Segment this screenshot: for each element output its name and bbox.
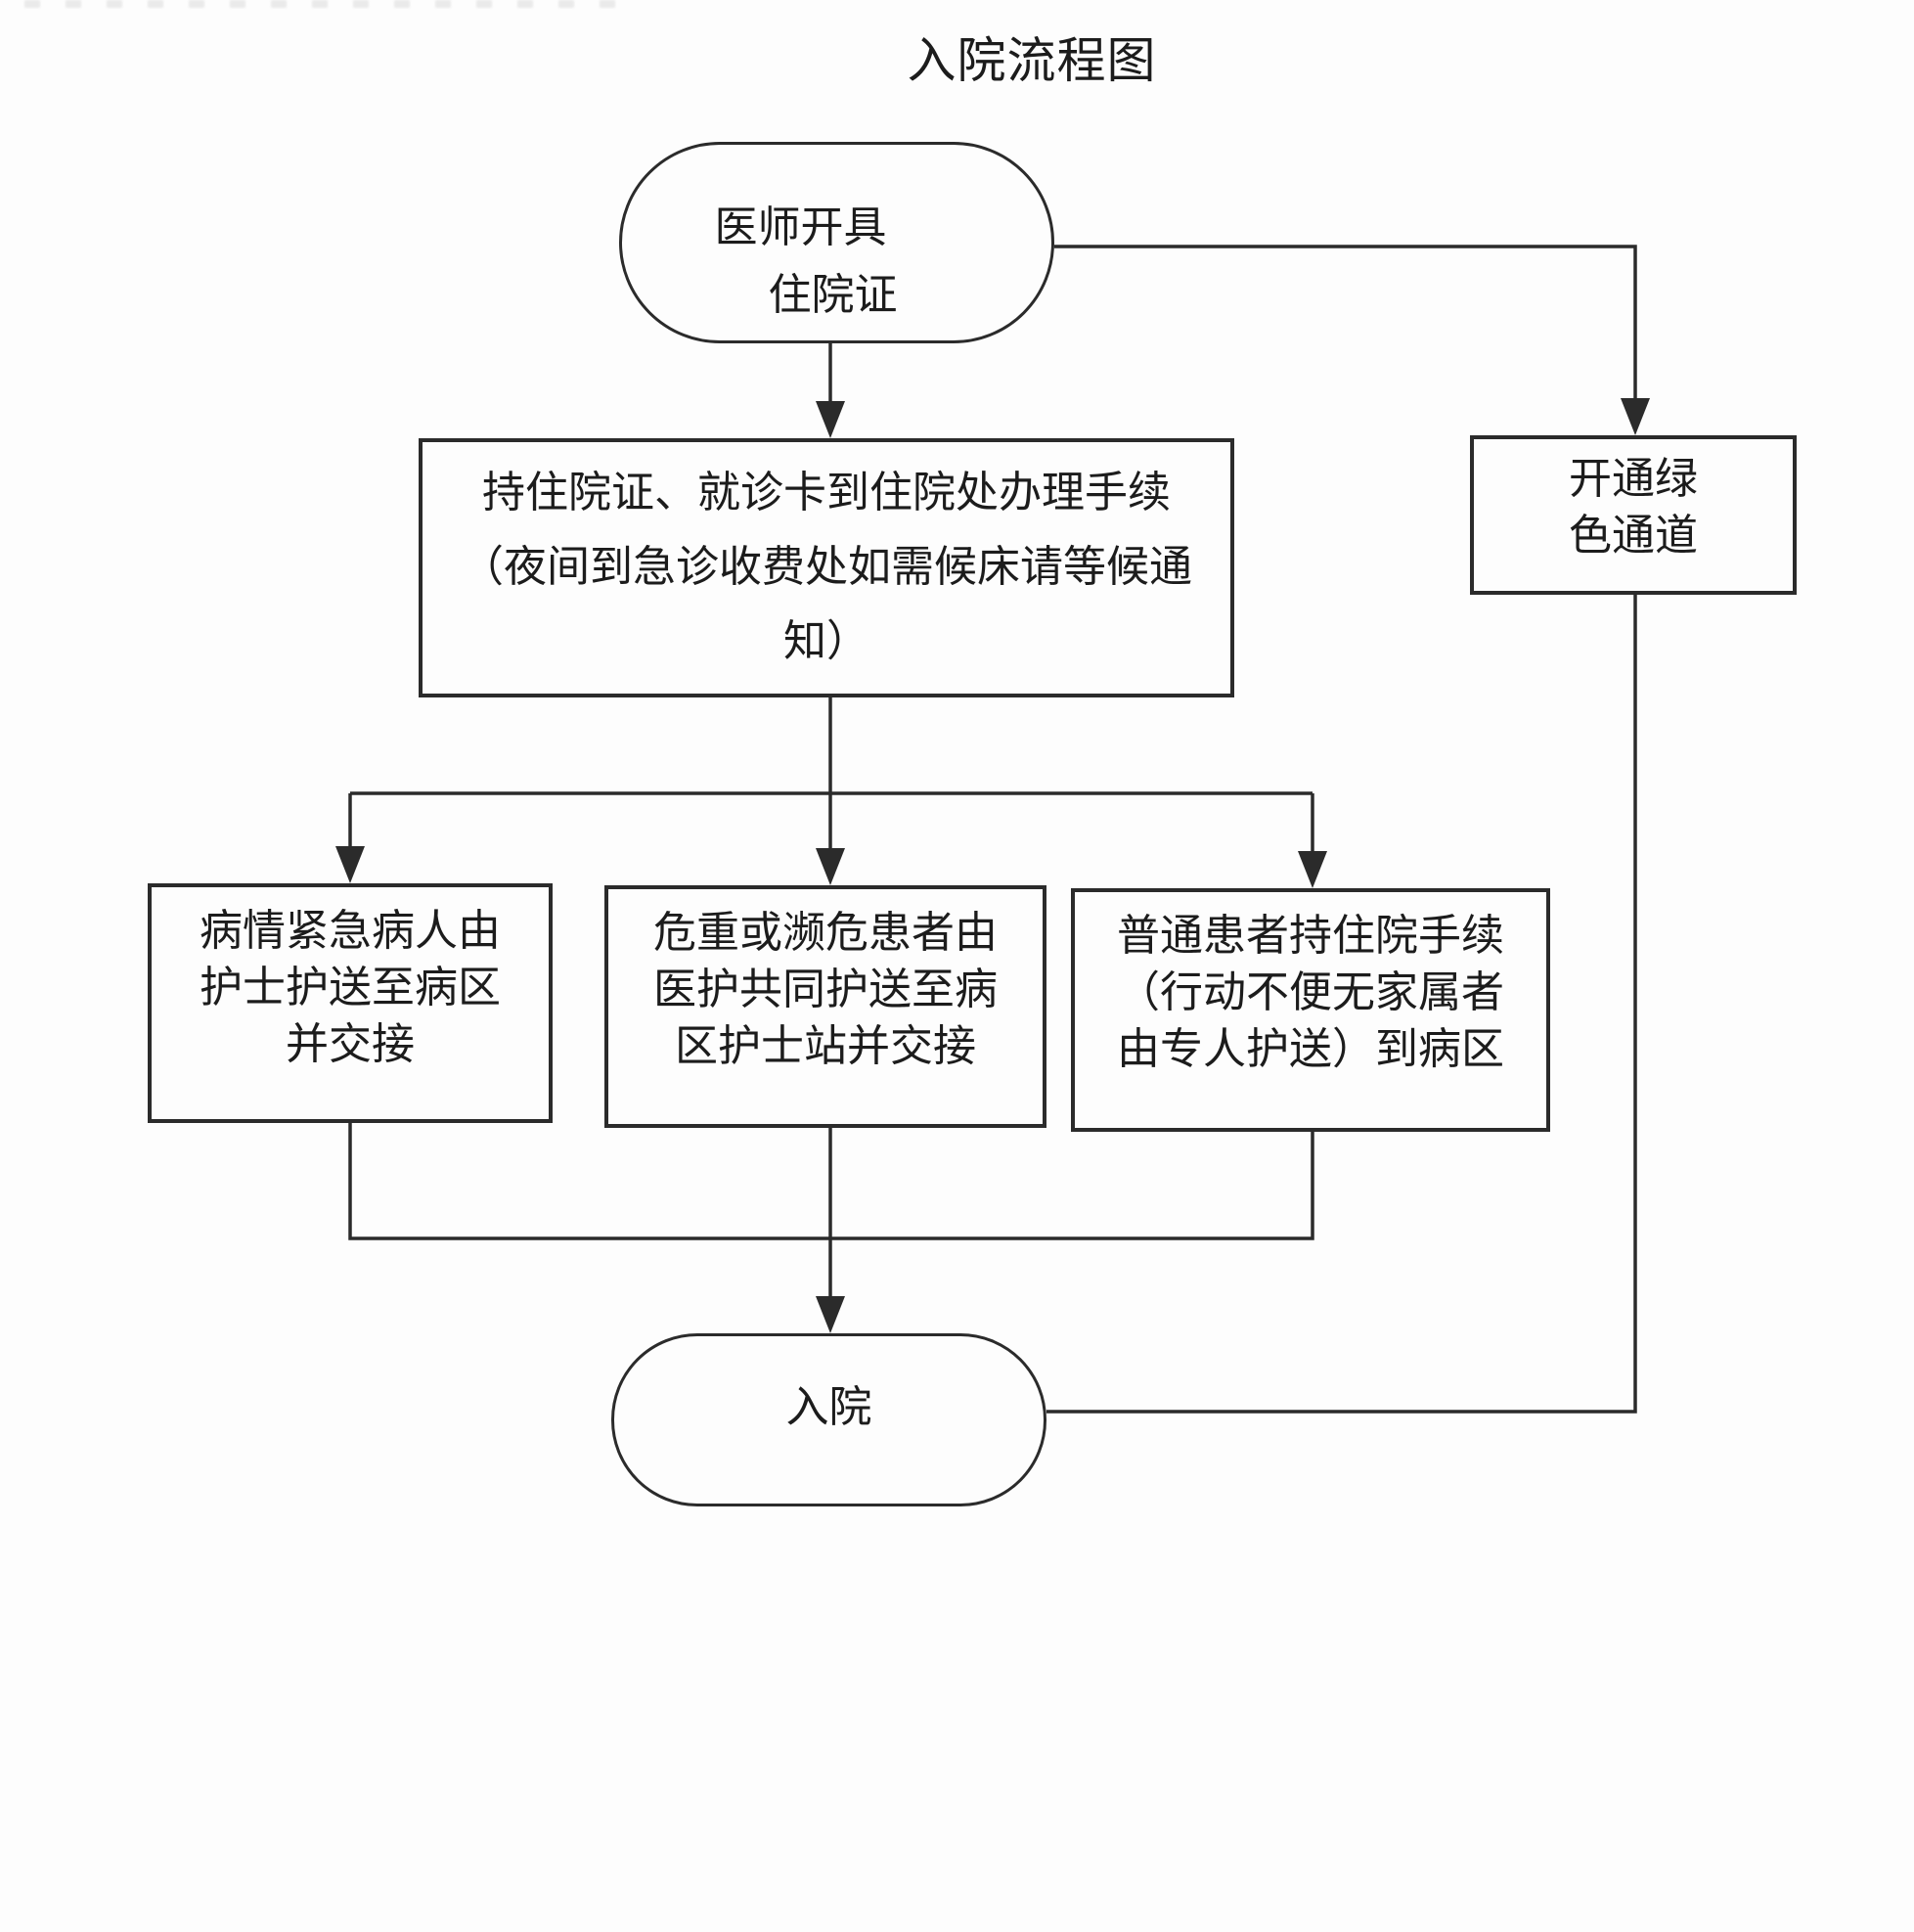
node-critical-line1: 危重或濒危患者由 [653, 909, 998, 957]
node-critical-patient: 危重或濒危患者由 医护共同护送至病 区护士站并交接 [604, 885, 1046, 1128]
node-admission-terminator: 入院 [611, 1333, 1046, 1506]
node-ordinary-line1: 普通患者持住院手续 [1117, 912, 1504, 960]
node-urgent-line3: 并交接 [286, 1020, 415, 1068]
node-start-terminator: 医师开具 住院证 [619, 142, 1054, 343]
connector-start-to-procedure [816, 343, 845, 438]
node-admission-line1: 入院 [785, 1383, 872, 1431]
node-critical-line3: 区护士站并交接 [675, 1022, 976, 1070]
connector-procedure-to-branches [335, 697, 1327, 888]
node-critical-line2: 医护共同护送至病 [653, 966, 998, 1013]
node-procedure-line3: 知） [783, 617, 869, 665]
node-green-channel: 开通绿 色通道 [1470, 435, 1797, 595]
connector-green-channel-to-admission [1046, 595, 1637, 1414]
page-title: 入院流程图 [907, 33, 1157, 88]
node-ordinary-line2: （行动不便无家属者 [1117, 968, 1504, 1016]
connector-start-to-green-channel [1054, 245, 1650, 435]
node-procedure: 持住院证、就诊卡到住院处办理手续 （夜间到急诊收费处如需候床请等候通 知） [419, 438, 1234, 697]
node-urgent-line1: 病情紧急病人由 [200, 907, 501, 955]
node-start-line2: 住院证 [768, 271, 898, 319]
node-ordinary-line3: 由专人护送）到病区 [1117, 1025, 1504, 1073]
connector-branches-to-admission [348, 1123, 1314, 1333]
node-green-channel-line2: 色通道 [1569, 512, 1698, 560]
node-ordinary-patient: 普通患者持住院手续 （行动不便无家属者 由专人护送）到病区 [1071, 888, 1550, 1132]
node-green-channel-line1: 开通绿 [1569, 455, 1698, 503]
node-procedure-line2: （夜间到急诊收费处如需候床请等候通 [461, 543, 1192, 591]
node-urgent-line2: 护士护送至病区 [200, 964, 501, 1011]
node-urgent-patient: 病情紧急病人由 护士护送至病区 并交接 [148, 883, 553, 1123]
node-procedure-line1: 持住院证、就诊卡到住院处办理手续 [482, 469, 1171, 517]
node-start-line1: 医师开具 [714, 203, 887, 251]
